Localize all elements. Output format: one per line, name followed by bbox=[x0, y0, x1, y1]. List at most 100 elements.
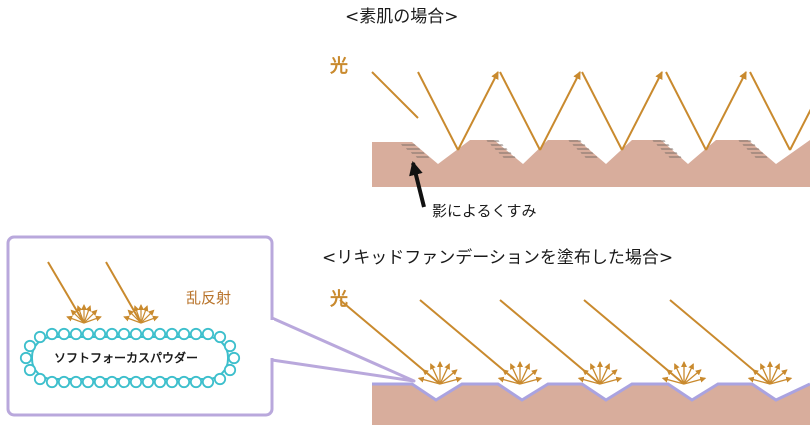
scattered-light-ray bbox=[582, 369, 601, 385]
powder-bead bbox=[177, 375, 191, 389]
scattered-light-ray bbox=[519, 376, 543, 385]
soft-focus-powder-particle bbox=[19, 327, 241, 389]
scattered-light-ray bbox=[769, 369, 788, 385]
scattered-light-ray bbox=[599, 376, 623, 385]
powder-bead bbox=[57, 375, 71, 389]
scattered-light-ray bbox=[683, 376, 707, 385]
powder-bead bbox=[141, 327, 155, 341]
bottom-light-label: 光 bbox=[329, 288, 348, 310]
scattered-light-ray bbox=[502, 369, 521, 385]
powder-bead bbox=[227, 351, 241, 365]
powder-bead bbox=[33, 330, 47, 344]
scattered-light-ray bbox=[769, 376, 793, 385]
reflected-light-ray bbox=[457, 71, 499, 151]
reflected-light-ray bbox=[621, 71, 663, 151]
incident-light-ray bbox=[749, 71, 791, 151]
foundation-light-rays bbox=[339, 299, 771, 385]
incident-light-ray bbox=[371, 71, 419, 119]
foundation-scatter-bursts bbox=[417, 361, 793, 385]
incident-light-ray bbox=[581, 71, 623, 151]
foundation-skin-surface bbox=[372, 384, 810, 425]
scattered-light-ray bbox=[439, 376, 463, 385]
scattered-light-ray bbox=[674, 363, 685, 385]
powder-bead bbox=[105, 327, 119, 341]
powder-bead bbox=[19, 351, 33, 365]
scattered-light-ray bbox=[133, 305, 142, 324]
bare-skin-light-rays bbox=[371, 71, 810, 151]
scattered-light-ray bbox=[70, 309, 85, 324]
scattered-light-ray bbox=[661, 376, 685, 385]
powder-bead bbox=[223, 339, 237, 353]
powder-bead bbox=[23, 339, 37, 353]
shadow-pointer-arrow bbox=[409, 161, 426, 208]
incident-light-ray bbox=[499, 71, 541, 151]
scattered-light-ray bbox=[140, 305, 149, 324]
scattered-light-ray bbox=[430, 363, 441, 385]
powder-bead bbox=[165, 327, 179, 341]
powder-bead bbox=[189, 327, 203, 341]
powder-bead bbox=[93, 375, 107, 389]
powder-bead bbox=[45, 375, 59, 389]
scattered-light-ray bbox=[590, 363, 601, 385]
incident-light-ray bbox=[417, 71, 459, 151]
powder-bead bbox=[129, 375, 143, 389]
scattered-light-ray bbox=[760, 363, 771, 385]
reflected-light-ray bbox=[539, 71, 581, 151]
scattered-light-ray bbox=[83, 305, 92, 324]
scattered-light-ray bbox=[752, 369, 771, 385]
powder-bead bbox=[45, 327, 59, 341]
foundation-film-line bbox=[372, 382, 810, 402]
powder-bead bbox=[93, 327, 107, 341]
scattered-light-ray bbox=[497, 376, 521, 385]
powder-bead bbox=[105, 375, 119, 389]
reflected-light-ray bbox=[789, 108, 810, 151]
scattered-light-ray bbox=[83, 309, 98, 324]
powder-bead bbox=[213, 372, 227, 386]
top-title: <素肌の場合> bbox=[345, 7, 459, 27]
scatter-label: 乱反射 bbox=[186, 289, 231, 307]
scattered-light-ray bbox=[769, 363, 780, 385]
scattered-light-ray bbox=[577, 376, 601, 385]
powder-bead bbox=[117, 375, 131, 389]
scattered-light-ray bbox=[599, 369, 618, 385]
scattered-light-ray bbox=[76, 305, 85, 324]
powder-bead bbox=[189, 375, 203, 389]
scattered-light-ray bbox=[83, 315, 102, 324]
scattered-light-ray bbox=[127, 309, 142, 324]
powder-bead bbox=[23, 363, 37, 377]
scattered-light-ray bbox=[510, 363, 521, 385]
powder-bead bbox=[213, 330, 227, 344]
powder-bead bbox=[129, 327, 143, 341]
powder-bead bbox=[153, 327, 167, 341]
powder-bead bbox=[69, 327, 83, 341]
incident-light-ray bbox=[665, 71, 707, 151]
callout-light-rays bbox=[47, 261, 142, 324]
powder-bead bbox=[81, 375, 95, 389]
scattered-light-ray bbox=[140, 315, 159, 324]
powder-bead bbox=[153, 375, 167, 389]
callout-scatter-bursts bbox=[66, 304, 159, 324]
scattered-light-ray bbox=[666, 369, 685, 385]
scattered-light-ray bbox=[439, 363, 450, 385]
callout-box bbox=[6, 235, 274, 417]
scattered-light-ray bbox=[599, 363, 610, 385]
powder-bead bbox=[117, 327, 131, 341]
scattered-light-ray bbox=[422, 369, 441, 385]
scattered-light-ray bbox=[747, 376, 771, 385]
powder-bead bbox=[81, 327, 95, 341]
shadow-label: 影によるくすみ bbox=[432, 202, 537, 220]
bare-skin-surface bbox=[372, 140, 810, 187]
powder-bead bbox=[201, 375, 215, 389]
scattered-light-ray bbox=[519, 363, 530, 385]
powder-bead bbox=[57, 327, 71, 341]
scattered-light-ray bbox=[683, 363, 694, 385]
scattered-light-ray bbox=[439, 369, 458, 385]
scattered-light-ray bbox=[417, 376, 441, 385]
powder-bead bbox=[33, 372, 47, 386]
powder-bead bbox=[69, 375, 83, 389]
callout-connector bbox=[271, 316, 416, 383]
scattered-light-ray bbox=[683, 369, 702, 385]
scattered-light-ray bbox=[66, 315, 85, 324]
